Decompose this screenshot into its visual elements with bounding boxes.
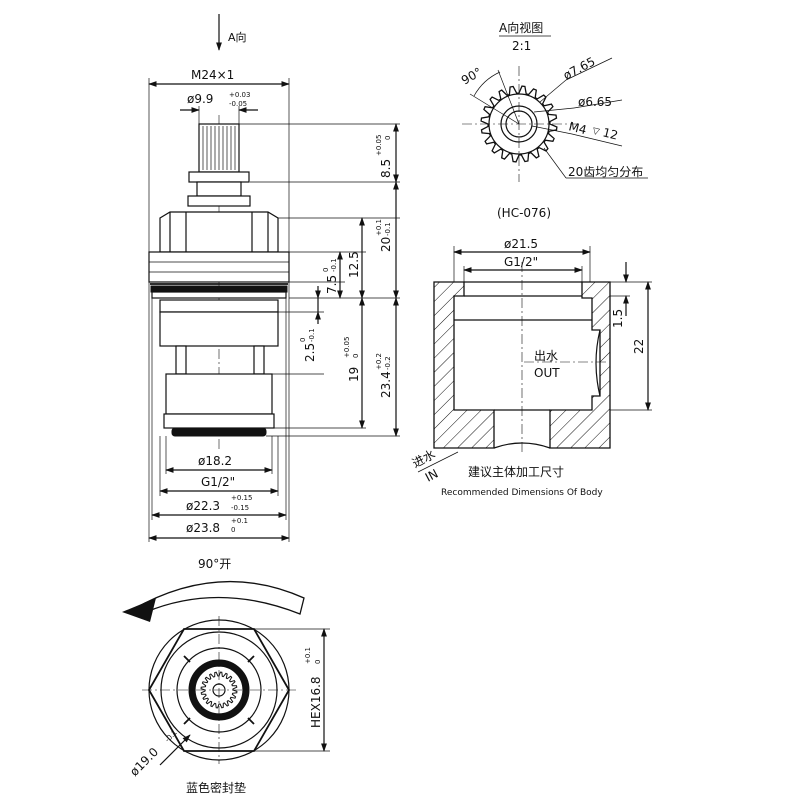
stem-collar bbox=[188, 171, 250, 183]
dim-8-5-tol-lower: 0 bbox=[384, 136, 392, 140]
dia-19-label: ø19.0 bbox=[127, 745, 161, 779]
dia-6-65-label: ø6.65 bbox=[578, 95, 612, 109]
depth-symbol: ▽ bbox=[591, 126, 600, 137]
outlet-cn-label: 出水 bbox=[534, 349, 558, 363]
thread-g12-label: G1/2" bbox=[201, 475, 235, 489]
dia-23-8-tol-lower: 0 bbox=[231, 526, 235, 534]
body-wall-right bbox=[549, 281, 611, 449]
dim-19-label: 19 bbox=[347, 367, 361, 382]
body-caption-en: Recommended Dimensions Of Body bbox=[441, 488, 603, 498]
dia-23-8-tol-upper: +0.1 bbox=[231, 517, 248, 525]
stem-dia-label: ø9.9 bbox=[187, 92, 213, 106]
dim-2-5-tol-lower: -0.1 bbox=[308, 328, 316, 342]
dia-7-65-label: ø7.65 bbox=[561, 54, 598, 82]
rotation-label: 90°开 bbox=[198, 557, 231, 571]
dim-23-4-tol-upper: +0.2 bbox=[375, 353, 383, 370]
teeth-note: 20齿均匀分布 bbox=[568, 165, 643, 179]
stem-tol-upper: +0.03 bbox=[229, 91, 250, 99]
rotation-arrow-head bbox=[122, 598, 156, 622]
bottom-ring bbox=[163, 413, 275, 429]
dim-20-tol-lower: -0.1 bbox=[384, 222, 392, 236]
stem-neck bbox=[196, 181, 242, 197]
body-section: (HC-076) ø21.5 G1/2" 1.5 22 出水 OUT bbox=[410, 206, 652, 498]
body-wall-left bbox=[433, 281, 495, 449]
seal-lower bbox=[151, 291, 287, 299]
dim-2-5-tol-upper: 0 bbox=[299, 338, 307, 342]
inlet-en-label: IN bbox=[423, 466, 441, 484]
thread-label: M24×1 bbox=[191, 68, 234, 82]
hex-label: HEX16.8 bbox=[309, 676, 323, 728]
thread-flange bbox=[148, 251, 290, 283]
dim-12-5-label: 12.5 bbox=[347, 251, 361, 278]
depth-12-label: 12 bbox=[601, 125, 619, 142]
bottom-cylinder bbox=[165, 373, 273, 415]
hex-tol-upper: +0.1 bbox=[304, 647, 312, 664]
rotation-arrow-band bbox=[130, 580, 305, 615]
dia-23-8-label: ø23.8 bbox=[186, 521, 220, 535]
dim-23-4-label: 23.4 bbox=[379, 371, 393, 398]
stem-tol-lower: -0.05 bbox=[229, 100, 247, 108]
dim-19-tol-lower: 0 bbox=[352, 354, 360, 358]
dim-20-tol-upper: +0.1 bbox=[375, 219, 383, 236]
body-leg-right bbox=[253, 345, 265, 375]
body-dim-1-5-label: 1.5 bbox=[611, 309, 625, 328]
dim-8-5-label: 8.5 bbox=[379, 159, 393, 178]
view-a-direction-label: A向 bbox=[228, 30, 247, 44]
view-a: A向视图 2:1 90° ø7.65 ø6.65 M4 ▽ 12 20齿均匀分布 bbox=[459, 20, 648, 182]
body-dim-22-label: 22 bbox=[632, 339, 646, 354]
body-dia-21-5-label: ø21.5 bbox=[504, 237, 538, 251]
dim-19-tol-upper: +0.05 bbox=[343, 337, 351, 358]
body-caption-cn: 建议主体加工尺寸 bbox=[468, 465, 564, 479]
handle-tabs bbox=[183, 655, 255, 725]
dim-2-5-label: 2.5 bbox=[303, 343, 317, 362]
angle-label: 90° bbox=[459, 65, 484, 88]
dia-19-tol-lower: -0.1 bbox=[164, 729, 179, 744]
seal-ring bbox=[150, 285, 288, 293]
thread-m4-label: M4 bbox=[567, 119, 588, 137]
body-model-label: (HC-076) bbox=[497, 206, 551, 220]
dim-8-5-tol-upper: +0.05 bbox=[375, 135, 383, 156]
body-band bbox=[159, 299, 279, 313]
dim-7-5-tol-upper: 0 bbox=[322, 268, 330, 272]
body-leg-left bbox=[175, 345, 187, 375]
view-a-title: A向视图 bbox=[499, 20, 543, 35]
dia-22-3-label: ø22.3 bbox=[186, 499, 220, 513]
body-cylinder bbox=[159, 311, 279, 347]
main-view: A向 bbox=[148, 14, 400, 542]
hex-nut bbox=[159, 211, 279, 253]
dia-22-3-tol-upper: +0.15 bbox=[231, 494, 252, 502]
spline-teeth bbox=[202, 126, 236, 170]
outlet-en-label: OUT bbox=[534, 366, 560, 380]
bottom-seal bbox=[171, 427, 267, 437]
hex-tol-lower: 0 bbox=[314, 660, 322, 664]
dia-22-3-tol-lower: -0.15 bbox=[231, 504, 249, 512]
body-thread-label: G1/2" bbox=[504, 255, 538, 269]
dim-20-label: 20 bbox=[379, 237, 393, 252]
dim-7-5-tol-lower: -0.1 bbox=[330, 258, 338, 272]
stem-washer bbox=[187, 195, 251, 207]
dim-7-5-label: 7.5 bbox=[325, 275, 339, 294]
dim-23-4-tol-lower: -0.2 bbox=[384, 356, 392, 370]
view-a-scale: 2:1 bbox=[512, 39, 531, 53]
bottom-view: 90°开 HEX16.8 +0.1 0 ø19.0 -0.1 蓝色密封垫 bbox=[122, 557, 330, 795]
dia-18-2-label: ø18.2 bbox=[198, 454, 232, 468]
seal-note: 蓝色密封垫 bbox=[186, 780, 246, 795]
outlet-break-line bbox=[595, 329, 601, 397]
